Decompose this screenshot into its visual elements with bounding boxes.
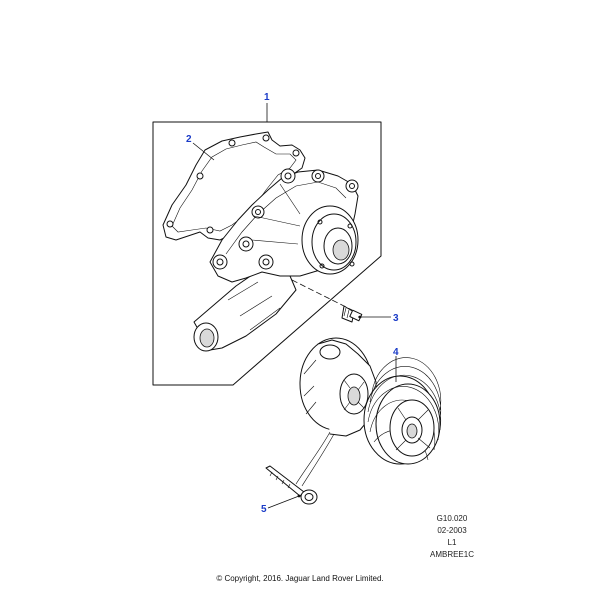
pulley-assembly[interactable]	[295, 337, 442, 487]
callout-5[interactable]: 5	[261, 504, 267, 515]
callout-4[interactable]: 4	[393, 347, 399, 358]
illustration-id: AMBREE1C	[429, 550, 474, 559]
water-pump[interactable]	[193, 168, 359, 352]
reference-code: G10.020	[436, 514, 468, 523]
assembly-frame	[152, 103, 382, 386]
callout-3[interactable]: 3	[393, 313, 399, 324]
gasket[interactable]	[162, 131, 306, 241]
callout-2[interactable]: 2	[186, 134, 192, 145]
leader-lines	[192, 142, 397, 509]
copyright-notice: © Copyright, 2016. Jaguar Land Rover Lim…	[216, 574, 384, 583]
bolt-short[interactable]	[341, 305, 363, 323]
bolt-long[interactable]	[265, 465, 318, 505]
reference-level: L1	[447, 538, 457, 547]
reference-date: 02-2003	[437, 526, 467, 535]
callout-1[interactable]: 1	[264, 92, 270, 103]
